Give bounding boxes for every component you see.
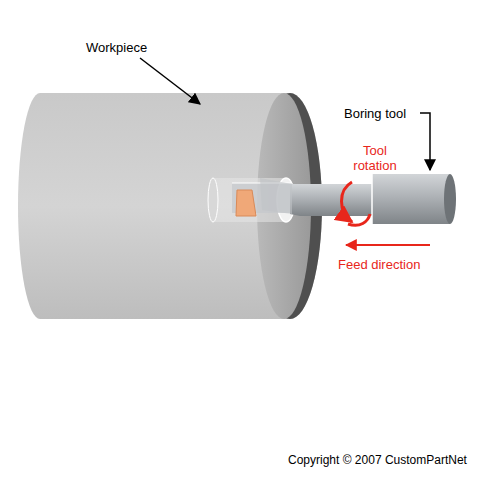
boring-bar: [290, 184, 372, 216]
motion-label: Tool rotation: [344, 143, 406, 173]
part-label: Boring tool: [344, 106, 406, 121]
rotation-arrow: [342, 182, 353, 222]
feed-arrow: [346, 244, 430, 246]
part-label: Workpiece: [86, 40, 147, 55]
rotation-arrow-tail: [348, 214, 370, 225]
workpiece-body: [18, 93, 322, 319]
bar-transition: [260, 178, 292, 214]
copyright-note: Copyright © 2007 CustomPartNet: [288, 453, 467, 468]
cutting-insert: [236, 190, 256, 216]
tool-shank: [372, 174, 450, 224]
shank-end: [444, 174, 456, 224]
boring-tool-leader: [420, 113, 430, 170]
bore-bottom: [208, 178, 218, 222]
motion-label: Feed direction: [338, 257, 420, 272]
workpiece-leader: [140, 58, 200, 104]
shank-step: [371, 174, 373, 224]
